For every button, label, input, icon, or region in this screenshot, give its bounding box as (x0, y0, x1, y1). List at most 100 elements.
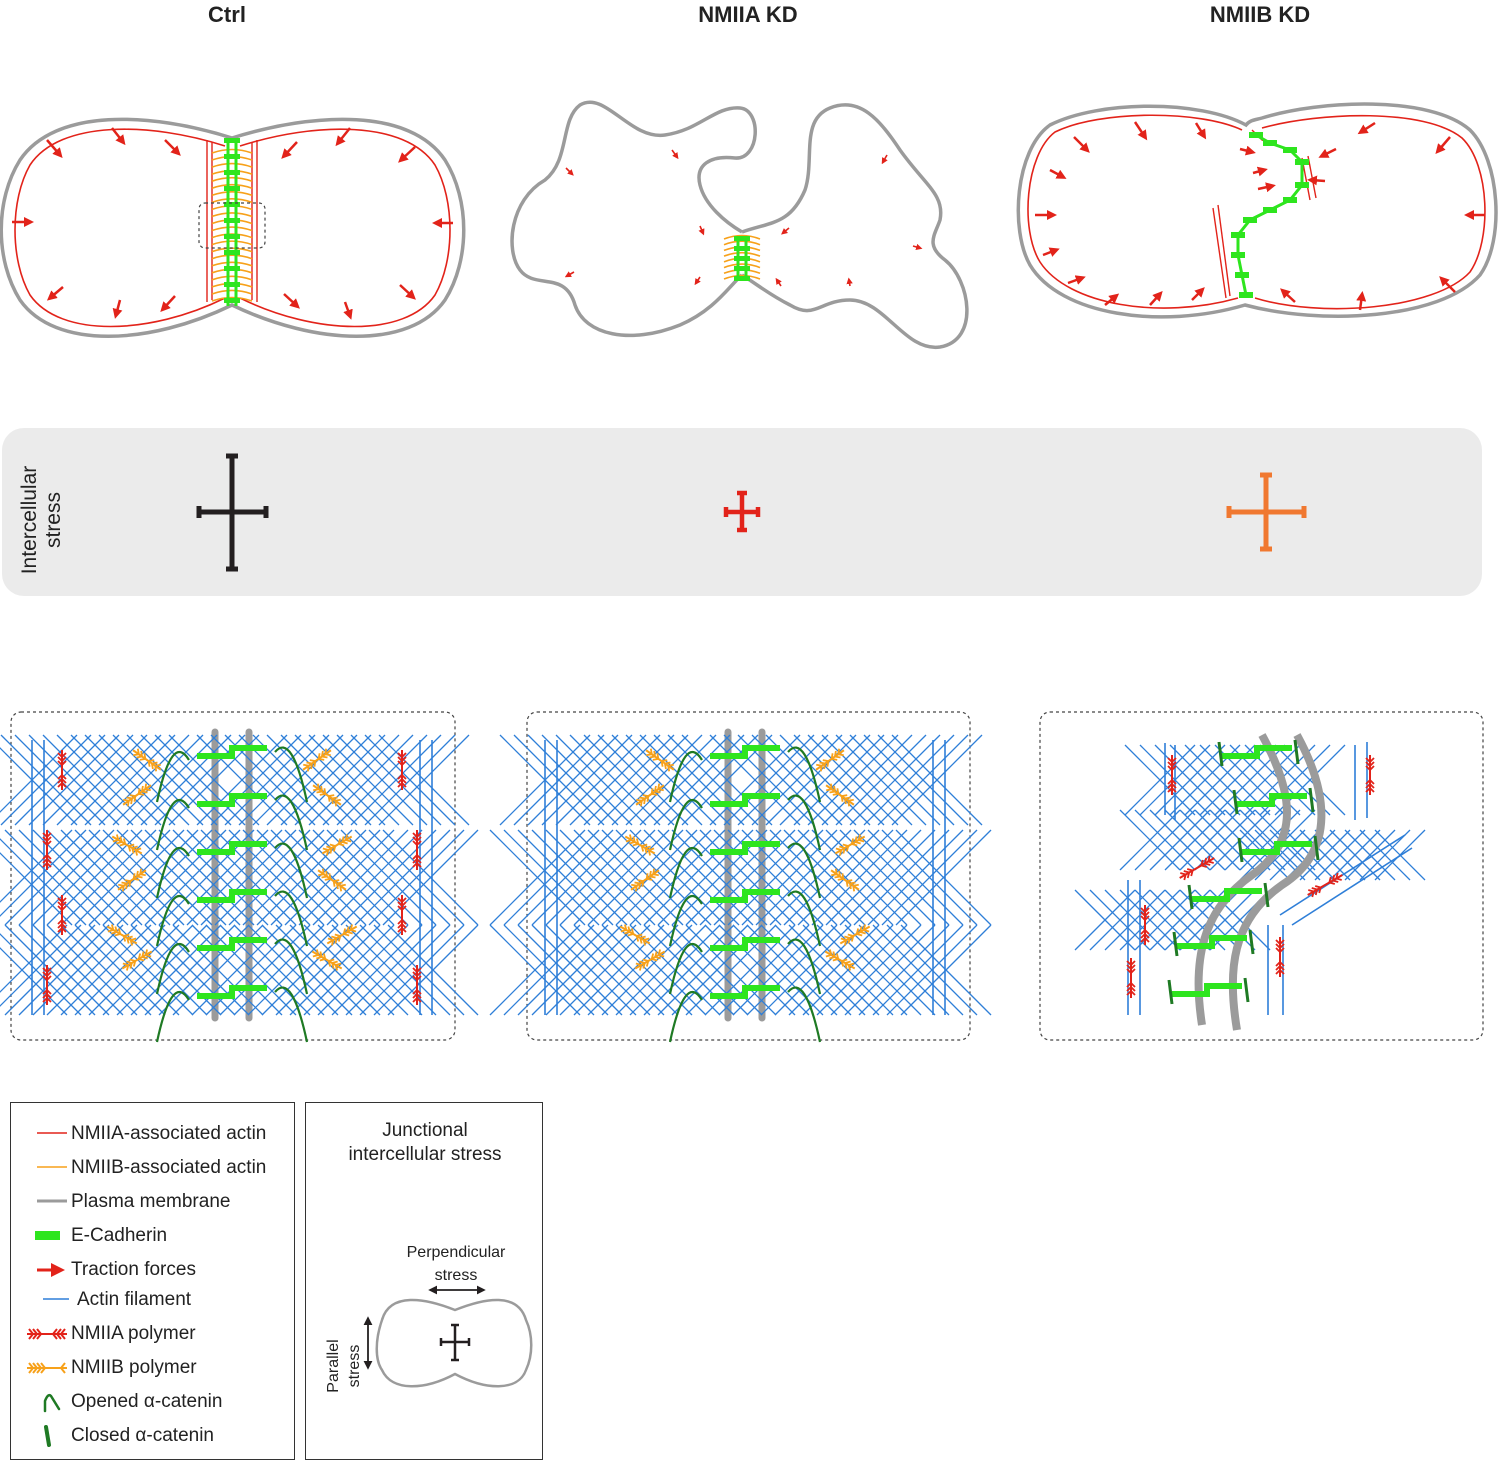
myosin-polymer (317, 868, 347, 892)
polymer-head (1328, 876, 1336, 885)
ctrl-junction-actin (206, 140, 258, 302)
polymer-head (326, 845, 333, 854)
actin-filament (732, 924, 824, 1016)
polymer-head (1167, 757, 1177, 764)
actin-filament (303, 924, 395, 1016)
actin-filament (709, 734, 801, 826)
polymer-head (134, 847, 142, 856)
ecadherin-bridge (197, 793, 267, 807)
polymer-head (335, 881, 343, 890)
polymer-head (832, 788, 840, 796)
polymer-head (319, 953, 327, 962)
polymer-head (121, 881, 129, 890)
ecadherin-dimer (1235, 272, 1249, 278)
polymer-head (667, 763, 674, 772)
myosin-polymer (132, 748, 162, 772)
actin-filament (0, 933, 82, 1016)
polymer-head (1126, 989, 1136, 996)
actin-filament (760, 924, 852, 1016)
ctrl-traction-arrows (12, 127, 453, 320)
polymer-head (324, 873, 332, 881)
parallel-line2: stress (346, 1344, 363, 1388)
actin-filament (126, 734, 218, 826)
actin-filament (503, 829, 600, 926)
legend-label: NMIIA polymer (71, 1323, 196, 1344)
polymer-head (144, 783, 151, 792)
actin-filament (210, 734, 302, 826)
polymer-head (136, 750, 144, 759)
actin-filament (102, 829, 199, 926)
actin-filament (1299, 829, 1351, 881)
nmiia-zoom-panel (526, 711, 971, 1041)
myosin-polymer (312, 783, 342, 807)
actin-filament (891, 734, 983, 826)
polymer-head (42, 988, 52, 995)
nmiib-actin-strand (211, 240, 253, 246)
actin-filament (116, 829, 213, 926)
polymer-head (316, 785, 324, 794)
polymer-head (118, 883, 125, 892)
actin-filament (1149, 809, 1211, 871)
legend-item-nmiia-polymer: NMIIA polymer (11, 1319, 296, 1349)
actin-filament (336, 734, 428, 826)
stress-row-label: Intercellular stress (8, 446, 78, 586)
polymer-head (321, 870, 329, 879)
ecadherin-bridge (197, 889, 267, 903)
polymer-head (854, 836, 861, 845)
open-catenin (155, 798, 190, 851)
legend-label: Opened α-catenin (71, 1391, 223, 1412)
polymer-head (116, 836, 123, 845)
polymer-head (327, 937, 335, 946)
actin-filament (615, 829, 712, 926)
myosin-polymer (635, 783, 665, 807)
red-polymer-icon (27, 1328, 67, 1340)
polymer-head (637, 879, 645, 887)
actin-mesh (489, 734, 992, 1016)
open-catenin (668, 750, 703, 803)
polymer-head (1365, 757, 1375, 764)
ecadherin-dimer (224, 234, 240, 239)
myosin-polymer (57, 750, 67, 790)
actin-filament (877, 734, 969, 826)
polymer-head (855, 928, 863, 937)
actin-filament (559, 924, 651, 1016)
closed-catenin (1172, 931, 1179, 957)
actin-filament (70, 734, 162, 826)
actin-filament (266, 734, 358, 826)
open-catenin (787, 890, 822, 947)
nmiib-stress-cross (1226, 472, 1307, 552)
polymer-head (859, 926, 866, 935)
polymer-head (331, 960, 338, 969)
closed-catenin-icon (44, 1425, 51, 1447)
open-catenin (668, 942, 703, 995)
ecadherin-dimer (1283, 147, 1297, 153)
legend-label: Traction forces (71, 1259, 196, 1280)
ecadherin-bridge (710, 889, 780, 903)
polymer-head (124, 879, 132, 887)
polymer-head (1140, 911, 1150, 918)
polymer-backbone (619, 925, 651, 945)
polymer-head (57, 918, 67, 925)
actin-filament (350, 734, 442, 826)
actin-filament (825, 829, 922, 926)
ecadherin-dimer (1263, 140, 1277, 146)
actin-filament (802, 924, 894, 1016)
actin-filament (144, 829, 241, 926)
polymer-head (412, 861, 422, 868)
actin-filament (331, 924, 423, 1016)
open-catenin (787, 938, 822, 995)
nmiib-actin-strand (211, 226, 253, 232)
ctrl-zoom-content (0, 728, 479, 1043)
polymer-head (412, 967, 422, 974)
junctional-title-line2: intercellular stress (348, 1144, 502, 1165)
ecadherin-dimer (734, 256, 750, 261)
polymer-head (1140, 907, 1150, 914)
polymer-head (341, 836, 348, 845)
actin-filament (587, 924, 679, 1016)
actin-filament (74, 829, 171, 926)
open-catenin (787, 794, 822, 851)
ecadherin-dimer (224, 138, 240, 143)
polymer-backbone (834, 835, 866, 855)
polymer-head (635, 962, 643, 971)
nmiia-right-membrane (741, 103, 969, 349)
